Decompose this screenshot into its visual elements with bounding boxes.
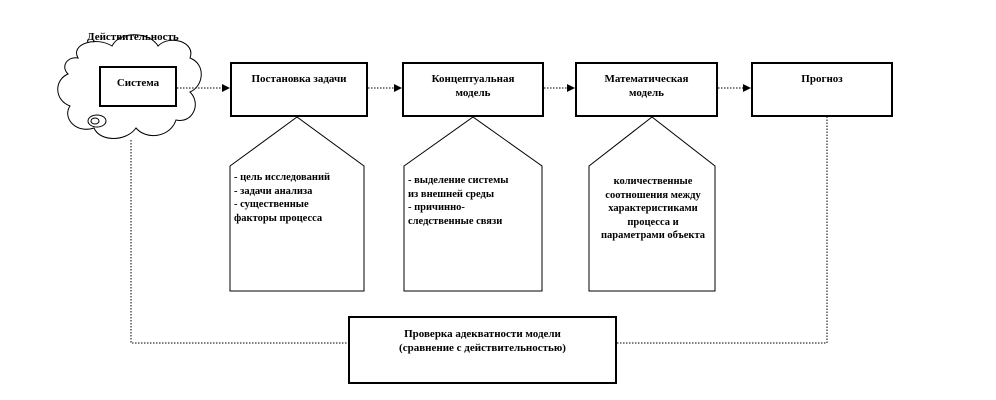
connector-system-problem [177,84,230,92]
node-system: Система [99,66,177,107]
node-conceptual-label-1: Концептуальная [431,73,515,85]
callout-mathematical-shape [588,116,716,292]
callout-mathematical-line-5: параметрами объекта [600,230,705,241]
node-check: Проверка адекватности модели (сравнение … [348,316,617,384]
callout-mathematical-text: количественные соотношения между характе… [592,175,714,243]
callout-problem-text: - цель исследований - задачи анализа - с… [234,171,362,225]
node-check-label-1: Проверка адекватности модели [404,328,561,340]
node-check-label-2: (сравнение с действительностью) [399,342,566,354]
connector-conceptual-mathematical [544,84,575,92]
callout-problem-line-4: факторы процесса [234,212,323,224]
feedback-line-right [617,117,828,344]
node-problem-label: Постановка задачи [251,73,347,85]
cloud-bubble-small [90,117,100,125]
callout-conceptual-line-4: следственные связи [408,215,503,227]
callout-mathematical-line-4: процесса и [627,216,679,228]
callout-problem-line-2: - задачи анализа [234,185,313,197]
node-mathematical-label-1: Математическая [604,73,689,85]
node-problem: Постановка задачи [230,62,368,117]
connector-problem-conceptual [368,84,402,92]
callout-conceptual-text: - выделение системы из внешней среды - п… [408,174,540,228]
callout-mathematical-line-1: количественные [613,176,693,187]
callout-problem-line-1: - цель исследований [234,172,331,183]
callout-problem-shape [229,116,365,292]
callout-mathematical-line-3: характеристиками [608,203,698,214]
node-system-label: Система [116,77,160,89]
callout-conceptual-line-3: - причинно- [408,202,465,213]
node-mathematical-label-2: модель [629,87,664,99]
node-forecast: Прогноз [751,62,893,117]
node-mathematical: Математическая модель [575,62,718,117]
node-conceptual: Концептуальная модель [402,62,544,117]
callout-problem-line-3: - существенные [234,199,309,210]
callout-conceptual-line-2: из внешней среды [408,188,495,200]
node-conceptual-label-2: модель [455,87,491,99]
callout-conceptual-shape [403,116,543,292]
node-forecast-label: Прогноз [801,73,843,85]
reality-label: Действительность [87,31,179,43]
connector-mathematical-forecast [718,84,751,92]
callout-conceptual-line-1: - выделение системы [408,175,509,186]
callout-mathematical-line-2: соотношения между [605,189,701,201]
